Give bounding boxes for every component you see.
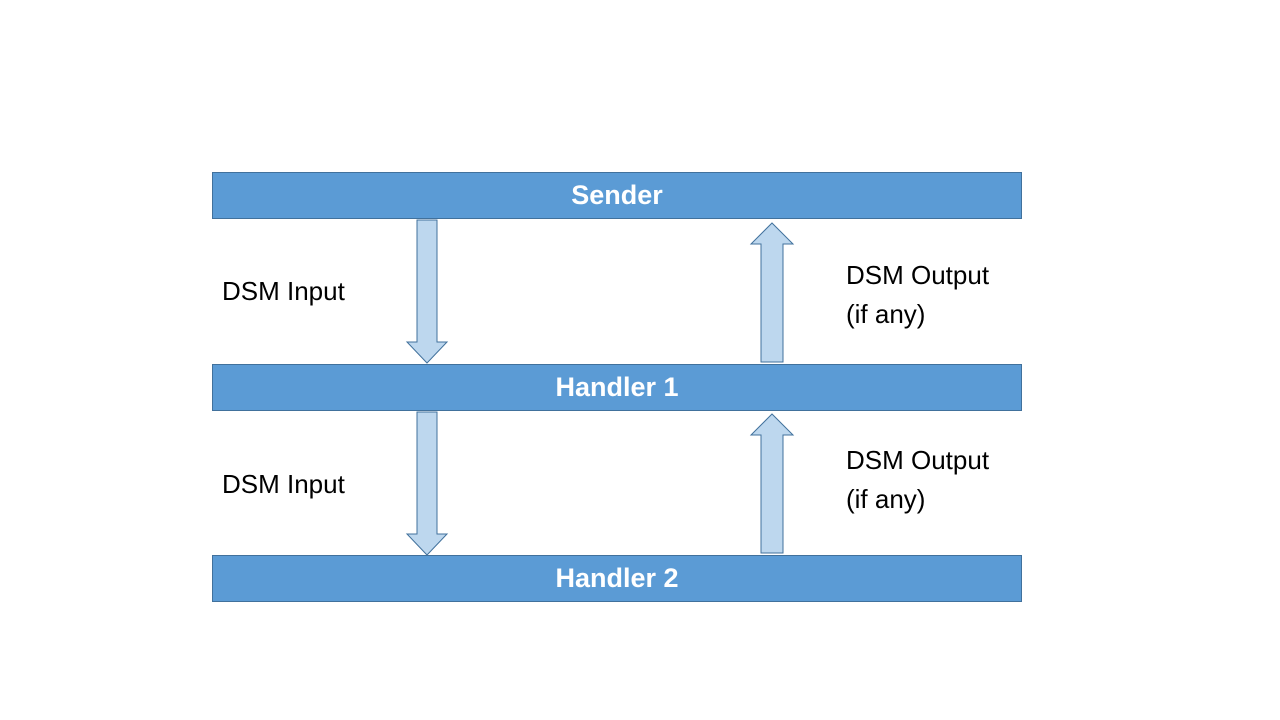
down-arrow-handler1-to-handler2 [405, 411, 449, 556]
upper-dsm-output-line1: DSM Output [846, 260, 990, 290]
upper-dsm-output-label: DSM Output (if any) [846, 256, 989, 334]
lower-dsm-output-label: DSM Output (if any) [846, 441, 989, 519]
sender-label: Sender [571, 180, 663, 210]
upper-dsm-output-line2: (if any) [846, 299, 926, 329]
up-arrow-handler1-to-sender [749, 222, 795, 363]
down-arrow-sender-to-handler1 [405, 219, 449, 364]
handler2-bar: Handler 2 [212, 555, 1022, 602]
handler1-bar: Handler 1 [212, 364, 1022, 411]
lower-dsm-output-line2: (if any) [846, 484, 926, 514]
handler2-label: Handler 2 [555, 563, 679, 593]
handler1-label: Handler 1 [555, 372, 679, 402]
lower-dsm-output-line1: DSM Output [846, 445, 990, 475]
upper-dsm-input-label: DSM Input [222, 276, 345, 306]
lower-dsm-input-label: DSM Input [222, 469, 345, 499]
sender-bar: Sender [212, 172, 1022, 219]
up-arrow-handler2-to-handler1 [749, 413, 795, 554]
